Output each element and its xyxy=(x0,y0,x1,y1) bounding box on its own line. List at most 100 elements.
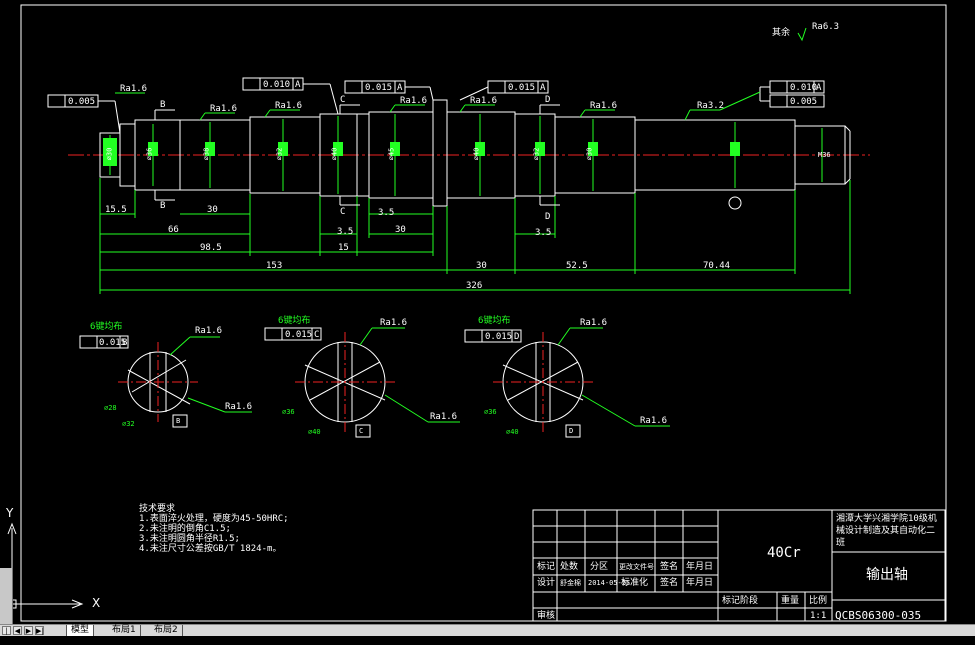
section-2-refbox: C xyxy=(359,427,364,435)
dim-98-5: 98.5 xyxy=(200,243,222,253)
sec-b-top: B xyxy=(160,100,166,110)
prev-tab-button[interactable]: ◀ xyxy=(13,626,22,635)
diameter-label: ⌀32 xyxy=(275,147,284,161)
dim-15: 15 xyxy=(338,243,349,253)
sec-d-top: D xyxy=(545,95,551,105)
thread-label: M36 xyxy=(818,151,831,159)
section-1-d2: ⌀32 xyxy=(122,420,135,428)
title-block-grid xyxy=(532,509,946,622)
tech-req-line-3: 3.未注明圆角半径R1.5; xyxy=(139,534,240,544)
section-centerlines xyxy=(118,332,593,432)
school-name: 湘潭大学兴湘学院10级机械设计制造及其自动化二班 xyxy=(836,514,937,548)
section-2-title: 6键均布 xyxy=(278,316,311,326)
shaft-outline xyxy=(99,99,851,207)
h-chushu: 处数 xyxy=(560,562,579,572)
ucs-icon xyxy=(7,522,84,609)
diameter-label: ⌀36 xyxy=(145,147,154,161)
r-biaozhunhua: 标准化 xyxy=(621,578,649,588)
scale-header: 比例 xyxy=(809,596,828,606)
diameter-label: ⌀30 xyxy=(585,147,594,161)
section-2-ref: C xyxy=(314,330,320,340)
dim-30c: 30 xyxy=(476,261,487,271)
dim-15-5: 15.5 xyxy=(105,205,127,215)
section-leaders xyxy=(169,327,670,427)
dim-30b: 30 xyxy=(395,225,406,235)
dim-30a: 30 xyxy=(207,205,218,215)
r-designer: 舒金棉 xyxy=(560,579,581,587)
tol-4-ref: A xyxy=(540,83,546,93)
last-tab-button[interactable]: ▶| xyxy=(35,626,44,635)
section-1-title: 6键均布 xyxy=(90,322,123,332)
tab-layout2[interactable]: 布局2 xyxy=(150,625,183,636)
diameter-label: ⌀38 xyxy=(202,147,211,161)
section-3-d2: ⌀40 xyxy=(506,428,519,436)
section-2-d1: ⌀36 xyxy=(282,408,295,416)
section-2-ra-top: Ra1.6 xyxy=(380,318,408,328)
h-fenqu: 分区 xyxy=(590,562,609,572)
section-1-ref: B xyxy=(122,338,128,348)
first-tab-button[interactable]: |◀ xyxy=(2,626,11,644)
section-3-ra-top: Ra1.6 xyxy=(580,318,608,328)
dim-52-5: 52.5 xyxy=(566,261,588,271)
material: 40Cr xyxy=(767,545,801,561)
tech-req-title: 技术要求 xyxy=(139,504,176,514)
h-gengai: 更改文件号 xyxy=(619,563,654,571)
tol-2: 0.010 xyxy=(263,80,291,90)
tol-4: 0.015 xyxy=(508,83,536,93)
dim-66: 66 xyxy=(168,225,179,235)
section-1-ra-top: Ra1.6 xyxy=(195,326,223,336)
tab-layout1[interactable]: 布局1 xyxy=(108,625,141,636)
r-sheji: 设计 xyxy=(537,578,556,588)
section-3-ra-bot: Ra1.6 xyxy=(640,416,668,426)
section-2-tol: 0.015 xyxy=(285,330,313,340)
r-date: 2014-05-25 xyxy=(588,579,631,587)
diameter-label: ⌀40 xyxy=(472,147,481,161)
tech-req-line-4: 4.未注尺寸公差按GB/T 1824-m。 xyxy=(139,544,282,554)
tolerance-frames xyxy=(47,77,825,134)
diameter-markers xyxy=(103,138,740,166)
tol-2-ref: A xyxy=(295,80,301,90)
weight-label: 重量 xyxy=(781,596,800,606)
ra-7: Ra3.2 xyxy=(697,101,725,111)
ra-4: Ra1.6 xyxy=(400,96,428,106)
sec-d-bot: D xyxy=(545,212,551,222)
section-2-d2: ⌀40 xyxy=(308,428,321,436)
h-biaoji: 标记 xyxy=(537,562,556,572)
length-dim-lines xyxy=(99,178,851,294)
roughness-leaders xyxy=(115,27,807,121)
section-cut-marks xyxy=(154,104,742,210)
r-nianyueri: 年月日 xyxy=(686,578,714,588)
dim-326: 326 xyxy=(466,281,483,291)
tol-6: 0.005 xyxy=(790,97,818,107)
tol-5: 0.010 xyxy=(790,83,818,93)
diameter-label: ⌀40 xyxy=(330,147,339,161)
sec-c-top: C xyxy=(340,95,346,105)
dim-70-44: 70.44 xyxy=(703,261,731,271)
tab-model[interactable]: 模型 xyxy=(66,625,95,636)
scale-value: 1:1 xyxy=(810,611,827,621)
roughness-default: Ra6.3 xyxy=(812,22,840,32)
frame-border xyxy=(20,4,947,622)
section-1-d1: ⌀28 xyxy=(104,404,117,412)
tech-requirements: 技术要求 1.表面淬火处理，硬度为45-50HRC; 2.未注明的倒角C1.5;… xyxy=(139,504,289,554)
sec-b-bot: B xyxy=(160,201,166,211)
dim-3-5b: 3.5 xyxy=(337,227,354,237)
h-qianming: 签名 xyxy=(660,562,679,572)
tol-3: 0.015 xyxy=(365,83,393,93)
r-qianming: 签名 xyxy=(660,578,679,588)
stage-label: 标记阶段 xyxy=(722,596,759,606)
next-tab-button[interactable]: ▶ xyxy=(24,626,33,635)
tech-req-line-1: 1.表面淬火处理，硬度为45-50HRC; xyxy=(139,514,289,524)
diameter-label: ⌀45 xyxy=(387,147,396,161)
ra-6: Ra1.6 xyxy=(590,101,618,111)
section-3-ref: D xyxy=(514,332,520,342)
other-roughness-label: 其余 xyxy=(772,28,791,38)
diameter-label: ⌀30 xyxy=(105,147,114,161)
section-1-tol: 0.015 xyxy=(99,338,127,348)
left-toolbar-strip[interactable] xyxy=(0,568,13,624)
tol-1: 0.005 xyxy=(68,97,96,107)
dim-3-5a: 3.5 xyxy=(378,208,395,218)
section-2-ra-bot: Ra1.6 xyxy=(430,412,458,422)
section-3-refbox: D xyxy=(569,427,574,435)
